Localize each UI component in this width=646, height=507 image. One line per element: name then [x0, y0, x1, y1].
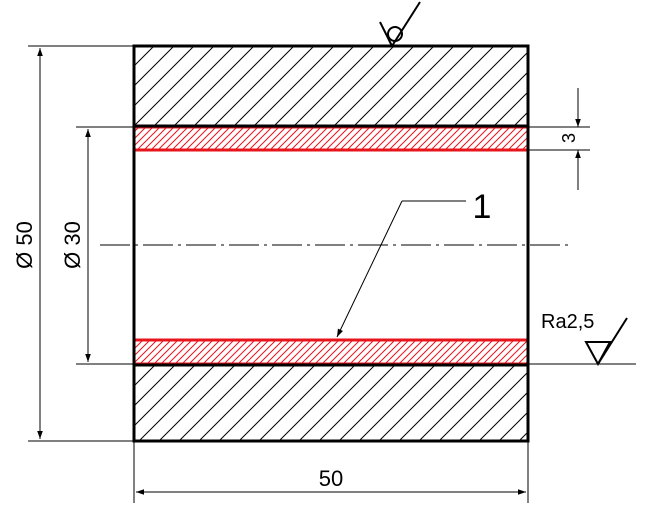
- callout-leader: [336, 200, 466, 338]
- lower-coating-layer: [134, 338, 528, 365]
- surface-finish-symbol-top: [379, 1, 421, 47]
- surface-roughness-label: Ra2,5: [541, 311, 594, 333]
- lower-wall-section: [134, 364, 528, 441]
- inner-diameter-label: Ø 30: [60, 221, 85, 269]
- outer-diameter-label: Ø 50: [12, 221, 37, 269]
- coating-thickness-label: 3: [559, 133, 579, 143]
- outer-diameter-dimension: [28, 45, 134, 442]
- length-dimension: [133, 441, 529, 503]
- coating-thickness-dimension: [528, 88, 590, 190]
- callout-label: 1: [473, 188, 492, 226]
- surface-finish-symbol-right: [528, 317, 636, 367]
- part-outline: [132, 44, 530, 443]
- upper-coating-layer: [134, 126, 528, 152]
- upper-wall-section: [134, 46, 528, 126]
- inner-diameter-dimension: [76, 126, 134, 365]
- length-label: 50: [319, 466, 343, 491]
